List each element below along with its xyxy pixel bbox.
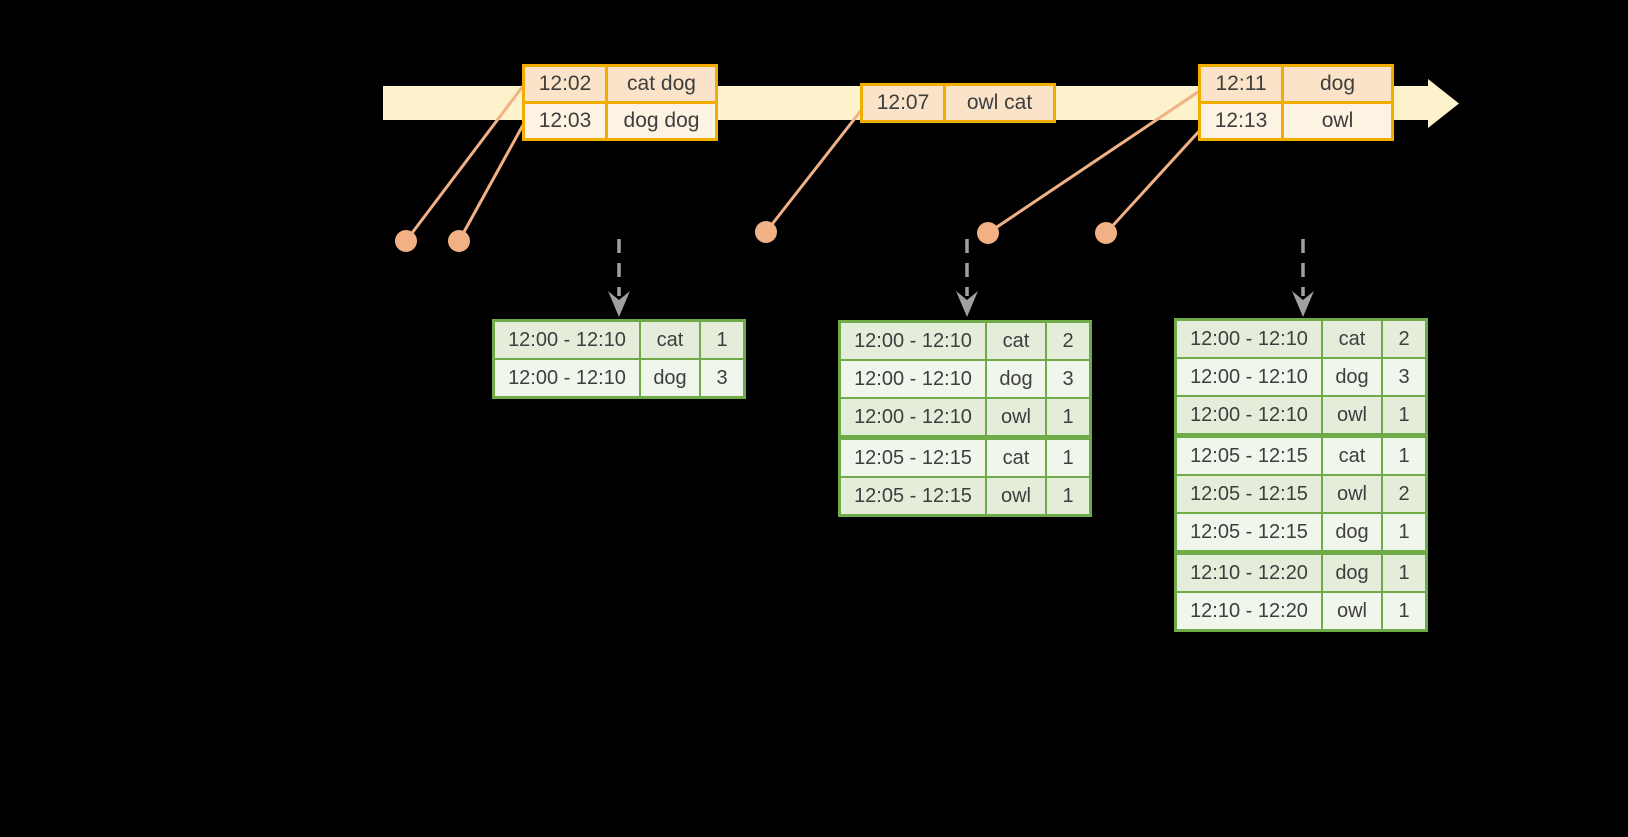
event-words-cell: dog dog	[608, 104, 715, 138]
count-cell: 1	[1383, 514, 1425, 550]
event-time-cell: 12:07	[863, 86, 943, 120]
count-cell: 3	[701, 360, 743, 396]
event-dot	[395, 230, 417, 252]
window-cell: 12:05 - 12:15	[841, 440, 985, 476]
word-cell: cat	[1323, 438, 1381, 474]
word-cell: owl	[1323, 593, 1381, 629]
result-row: 12:05 - 12:15 cat 1	[1177, 438, 1425, 474]
event-words-cell: dog	[1284, 67, 1391, 101]
word-cell: owl	[987, 399, 1045, 435]
event-link-line	[457, 124, 525, 242]
event-row: 12:11 dog	[1201, 67, 1391, 101]
window-cell: 12:00 - 12:10	[841, 361, 985, 397]
event-table-3: 12:11 dog 12:13 owl	[1198, 64, 1394, 141]
count-cell: 1	[1383, 438, 1425, 474]
word-cell: dog	[641, 360, 699, 396]
result-table-2: 12:00 - 12:10 cat 2 12:00 - 12:10 dog 3 …	[838, 320, 1092, 517]
event-row: 12:07 owl cat	[863, 86, 1053, 120]
word-cell: cat	[1323, 321, 1381, 357]
window-cell: 12:05 - 12:15	[841, 478, 985, 514]
event-link-line	[987, 88, 1202, 235]
word-cell: owl	[1323, 476, 1381, 512]
result-row: 12:00 - 12:10 owl 1	[841, 399, 1089, 435]
result-row: 12:05 - 12:15 cat 1	[841, 440, 1089, 476]
event-time-cell: 12:02	[525, 67, 605, 101]
trigger-arrow-icon	[608, 239, 630, 317]
event-row: 12:02 cat dog	[525, 67, 715, 101]
word-cell: dog	[987, 361, 1045, 397]
event-words-cell: owl	[1284, 104, 1391, 138]
word-cell: cat	[641, 322, 699, 358]
window-cell: 12:00 - 12:10	[1177, 359, 1321, 395]
result-row: 12:00 - 12:10 cat 2	[841, 323, 1089, 359]
result-row: 12:10 - 12:20 owl 1	[1177, 593, 1425, 629]
count-cell: 1	[1047, 478, 1089, 514]
count-cell: 2	[1383, 476, 1425, 512]
window-cell: 12:10 - 12:20	[1177, 593, 1321, 629]
word-cell: cat	[987, 323, 1045, 359]
result-row: 12:00 - 12:10 cat 2	[1177, 321, 1425, 357]
count-cell: 1	[1047, 399, 1089, 435]
count-cell: 2	[1047, 323, 1089, 359]
window-cell: 12:00 - 12:10	[841, 399, 985, 435]
window-cell: 12:00 - 12:10	[1177, 321, 1321, 357]
count-cell: 3	[1383, 359, 1425, 395]
event-dot	[977, 222, 999, 244]
event-link-line	[404, 85, 525, 242]
event-words-cell: owl cat	[946, 86, 1053, 120]
result-row: 12:00 - 12:10 cat 1	[495, 322, 743, 358]
count-cell: 1	[1383, 397, 1425, 433]
event-words-cell: cat dog	[608, 67, 715, 101]
window-cell: 12:05 - 12:15	[1177, 438, 1321, 474]
count-cell: 1	[1047, 440, 1089, 476]
event-time-cell: 12:13	[1201, 104, 1281, 138]
window-cell: 12:10 - 12:20	[1177, 555, 1321, 591]
result-row: 12:00 - 12:10 dog 3	[1177, 359, 1425, 395]
count-cell: 3	[1047, 361, 1089, 397]
result-row: 12:05 - 12:15 owl 2	[1177, 476, 1425, 512]
event-link-line	[1104, 126, 1204, 235]
count-cell: 1	[1383, 555, 1425, 591]
event-row: 12:03 dog dog	[525, 104, 715, 138]
result-row: 12:00 - 12:10 dog 3	[841, 361, 1089, 397]
word-cell: owl	[1323, 397, 1381, 433]
trigger-arrow-icon	[956, 239, 978, 317]
event-time-cell: 12:11	[1201, 67, 1281, 101]
window-cell: 12:00 - 12:10	[495, 360, 639, 396]
count-cell: 1	[1383, 593, 1425, 629]
result-row: 12:05 - 12:15 dog 1	[1177, 514, 1425, 550]
count-cell: 2	[1383, 321, 1425, 357]
event-dot	[755, 221, 777, 243]
word-cell: dog	[1323, 514, 1381, 550]
event-dot	[1095, 222, 1117, 244]
window-cell: 12:05 - 12:15	[1177, 476, 1321, 512]
timeline-arrowhead-icon	[1428, 79, 1459, 128]
window-cell: 12:00 - 12:10	[841, 323, 985, 359]
result-row: 12:00 - 12:10 dog 3	[495, 360, 743, 396]
word-cell: dog	[1323, 555, 1381, 591]
window-cell: 12:00 - 12:10	[495, 322, 639, 358]
word-cell: owl	[987, 478, 1045, 514]
window-cell: 12:05 - 12:15	[1177, 514, 1321, 550]
word-cell: cat	[987, 440, 1045, 476]
word-cell: dog	[1323, 359, 1381, 395]
trigger-arrow-icon	[1292, 239, 1314, 317]
event-dot	[448, 230, 470, 252]
result-table-3: 12:00 - 12:10 cat 2 12:00 - 12:10 dog 3 …	[1174, 318, 1428, 632]
result-row: 12:05 - 12:15 owl 1	[841, 478, 1089, 514]
event-table-1: 12:02 cat dog 12:03 dog dog	[522, 64, 718, 141]
result-row: 12:00 - 12:10 owl 1	[1177, 397, 1425, 433]
event-link-line	[764, 107, 865, 233]
result-table-1: 12:00 - 12:10 cat 1 12:00 - 12:10 dog 3	[492, 319, 746, 399]
event-row: 12:13 owl	[1201, 104, 1391, 138]
event-time-cell: 12:03	[525, 104, 605, 138]
event-table-2: 12:07 owl cat	[860, 83, 1056, 123]
window-cell: 12:00 - 12:10	[1177, 397, 1321, 433]
result-row: 12:10 - 12:20 dog 1	[1177, 555, 1425, 591]
count-cell: 1	[701, 322, 743, 358]
